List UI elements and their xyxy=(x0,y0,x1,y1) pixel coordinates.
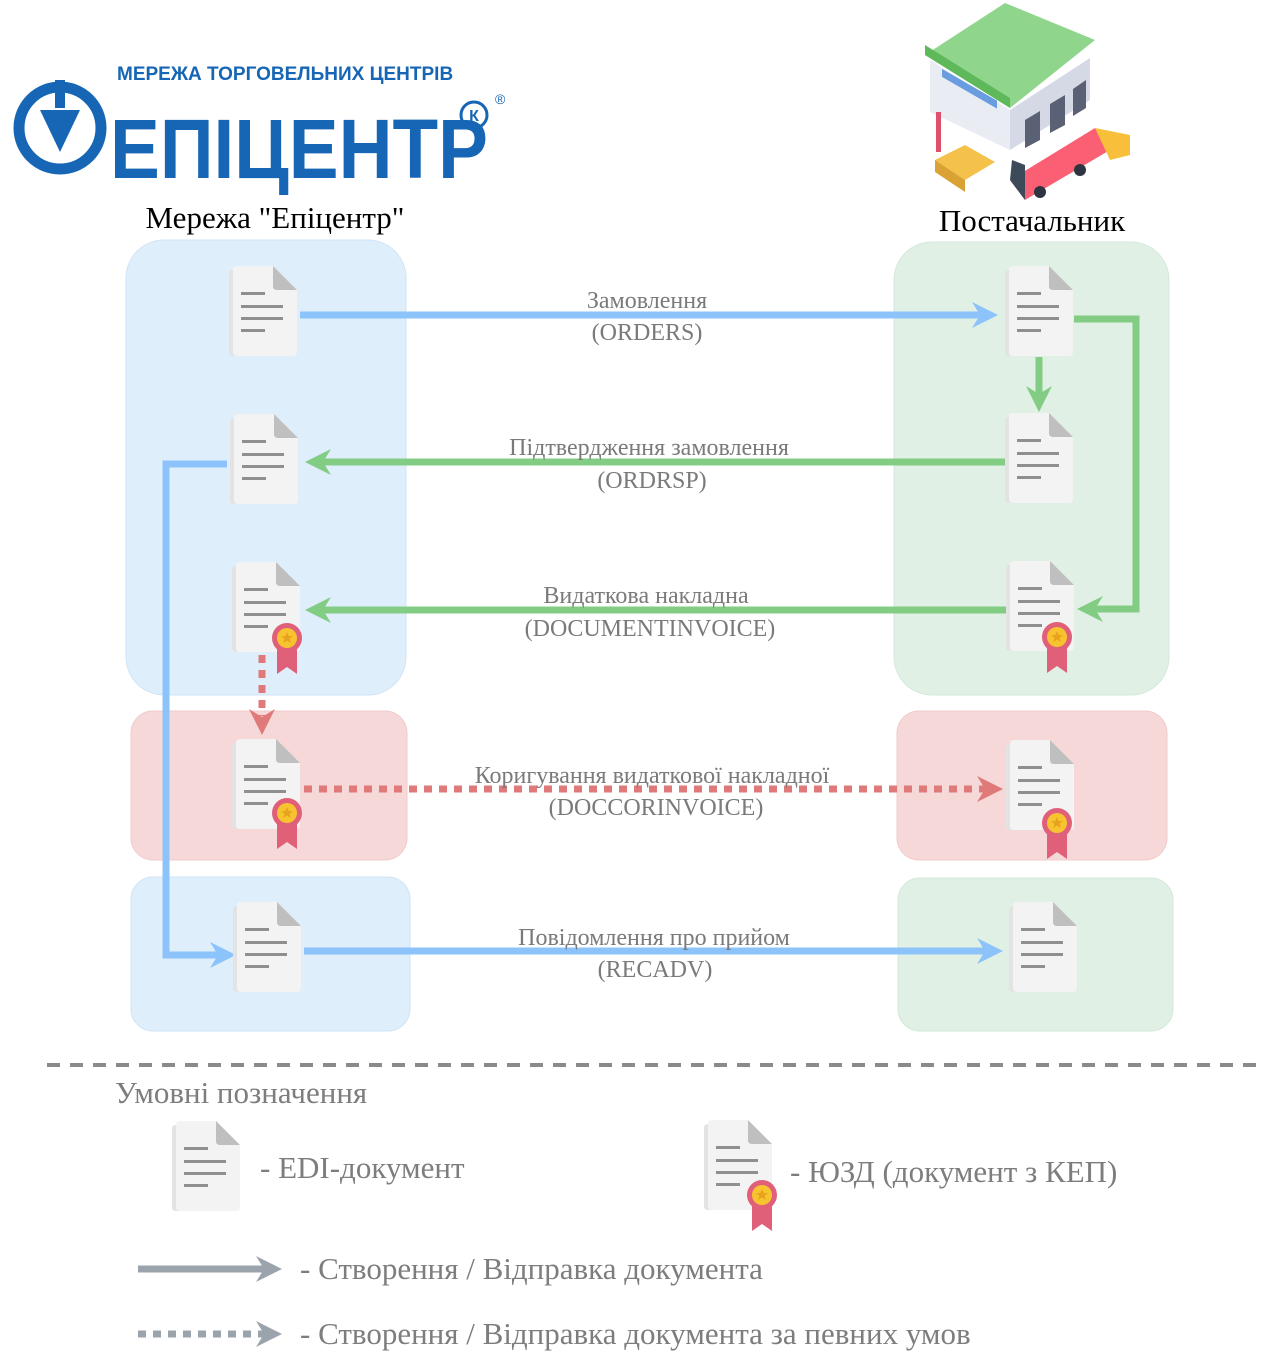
epicenter-logo: МЕРЕЖА ТОРГОВЕЛЬНИХ ЦЕНТРІВ ЕПІЦЕНТР К ® xyxy=(13,64,506,196)
arrow-epicenter-ordrsp-to-recadv xyxy=(162,460,236,968)
legend-signed-doc-label: - ЮЗД (документ з КЕП) xyxy=(790,1154,1117,1189)
legend-solid-arrow-icon xyxy=(138,1256,282,1282)
legend-edi-doc-icon xyxy=(172,1121,240,1211)
label-ordrsp-code: (ORDRSP) xyxy=(597,468,706,494)
label-correction-title: Коригування видаткової накладної xyxy=(475,763,830,789)
label-invoice-title: Видаткова накладна xyxy=(543,583,749,609)
legend-dotted-arrow-icon xyxy=(138,1321,282,1347)
label-orders-code: (ORDERS) xyxy=(592,320,703,346)
arrow-supplier-orders-to-ordrsp xyxy=(1026,357,1052,412)
arrow-recadv xyxy=(304,938,1003,964)
header-epicenter: Мережа "Епіцентр" xyxy=(146,200,405,235)
label-correction-code: (DOCCORINVOICE) xyxy=(549,795,764,821)
legend-edi-doc-label: - EDI-документ xyxy=(260,1150,465,1185)
logo-k-mark: К xyxy=(469,108,479,125)
legend-dotted-arrow-label: - Створення / Відправка документа за пев… xyxy=(300,1316,971,1351)
logo-brand: ЕПІЦЕНТР xyxy=(110,102,488,196)
arrow-orders xyxy=(300,302,998,328)
header-supplier: Постачальник xyxy=(939,203,1126,238)
label-invoice-code: (DOCUMENTINVOICE) xyxy=(525,616,776,642)
label-ordrsp-title: Підтвердження замовлення xyxy=(509,435,789,461)
arrow-supplier-orders-to-invoice xyxy=(1074,315,1140,622)
legend-signed-doc-icon xyxy=(704,1120,777,1231)
logo-registered-mark: ® xyxy=(495,91,506,107)
logo-tagline: МЕРЕЖА ТОРГОВЕЛЬНИХ ЦЕНТРІВ xyxy=(117,64,453,85)
legend-title: Умовні позначення xyxy=(115,1075,367,1110)
arrow-invoice-to-correction xyxy=(249,655,275,735)
legend-solid-arrow-label: - Створення / Відправка документа xyxy=(300,1251,763,1286)
arrow-ordrsp xyxy=(305,449,1007,475)
warehouse-icon xyxy=(925,3,1130,200)
label-recadv-title: Повідомлення про прийом xyxy=(518,925,790,951)
arrow-documentinvoice xyxy=(305,597,1007,623)
label-orders-title: Замовлення xyxy=(587,288,707,314)
logo-shield-icon xyxy=(40,110,80,152)
label-recadv-code: (RECADV) xyxy=(598,957,713,983)
arrow-doccorinvoice xyxy=(304,776,1003,802)
